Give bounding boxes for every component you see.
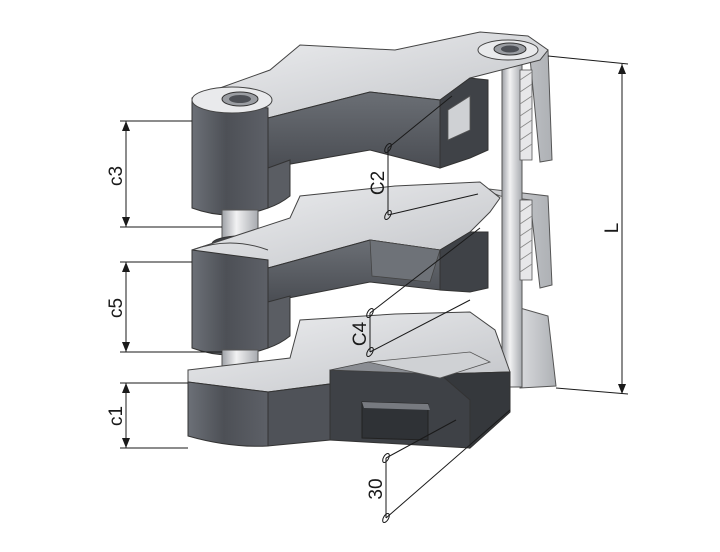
label-c3: c3 xyxy=(106,166,127,186)
oblique-ticks xyxy=(366,142,392,524)
middle-arm xyxy=(191,181,501,356)
label-C4: C4 xyxy=(350,321,371,346)
label-C2: C2 xyxy=(368,171,389,195)
dimension-arrows xyxy=(122,64,626,448)
label-30: 30 xyxy=(366,478,387,499)
label-c5: c5 xyxy=(106,298,127,318)
label-L: L xyxy=(602,223,623,234)
bottom-arm xyxy=(187,311,511,450)
label-c1: c1 xyxy=(106,406,127,426)
dimension-lines xyxy=(120,55,629,519)
top-arm xyxy=(191,31,549,216)
main-pin xyxy=(501,51,533,388)
